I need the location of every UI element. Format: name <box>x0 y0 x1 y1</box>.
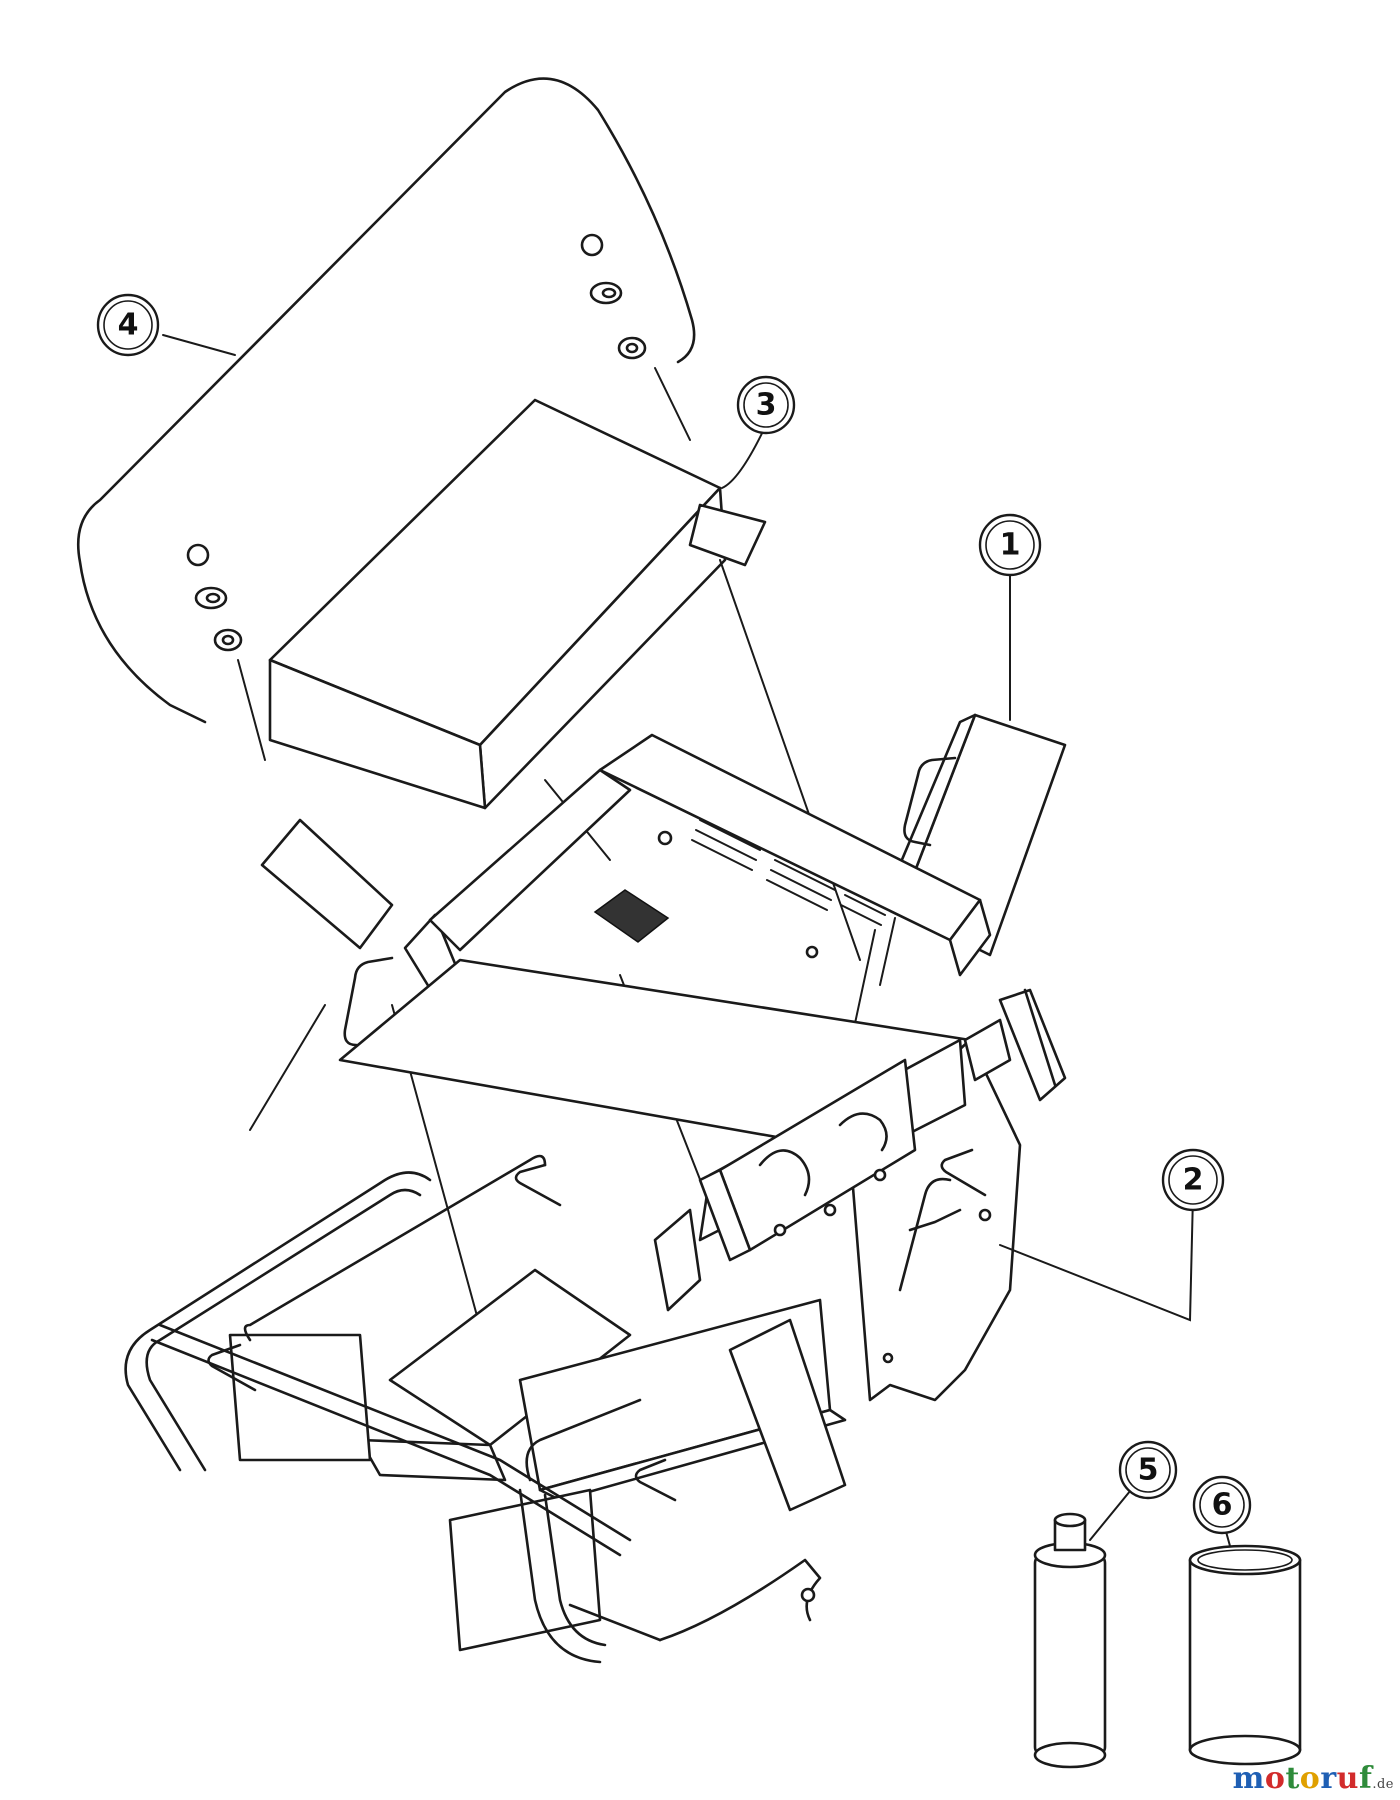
callout-2: 2 <box>1161 1148 1225 1212</box>
svg-text:3: 3 <box>756 388 777 423</box>
watermark-letter: u <box>1336 1761 1359 1796</box>
callout-4: 4 <box>96 293 160 357</box>
part-2-main-frame <box>124 733 1067 1664</box>
callout-3: 3 <box>736 375 796 435</box>
callout-1: 1 <box>978 513 1042 577</box>
part-6-container <box>1188 1527 1302 1766</box>
callout-leaders <box>162 334 1194 1322</box>
part-5-spray-can <box>1033 1484 1136 1769</box>
watermark-logo: motoruf.de <box>1233 1761 1394 1796</box>
part-4-bracket-outline <box>76 77 696 724</box>
svg-text:6: 6 <box>1212 1488 1233 1523</box>
vent-slots <box>691 819 886 926</box>
watermark-suffix: .de <box>1372 1777 1394 1792</box>
watermark-letter: f <box>1358 1761 1373 1796</box>
hardware-stack-top <box>580 233 691 441</box>
svg-text:4: 4 <box>118 308 139 343</box>
watermark-letter: o <box>1264 1761 1286 1796</box>
watermark-letter: r <box>1320 1761 1337 1796</box>
watermark-letter: m <box>1232 1761 1265 1796</box>
rubber-pad <box>593 889 670 943</box>
watermark-letter: o <box>1299 1761 1321 1796</box>
hardware-stack-left <box>186 543 266 761</box>
callout-6: 6 <box>1192 1475 1252 1535</box>
part-3-cover <box>260 398 767 950</box>
svg-text:2: 2 <box>1183 1163 1204 1198</box>
svg-text:1: 1 <box>1000 528 1021 563</box>
callout-5: 5 <box>1118 1440 1178 1500</box>
watermark-letter: t <box>1285 1761 1300 1796</box>
svg-text:5: 5 <box>1138 1453 1159 1488</box>
